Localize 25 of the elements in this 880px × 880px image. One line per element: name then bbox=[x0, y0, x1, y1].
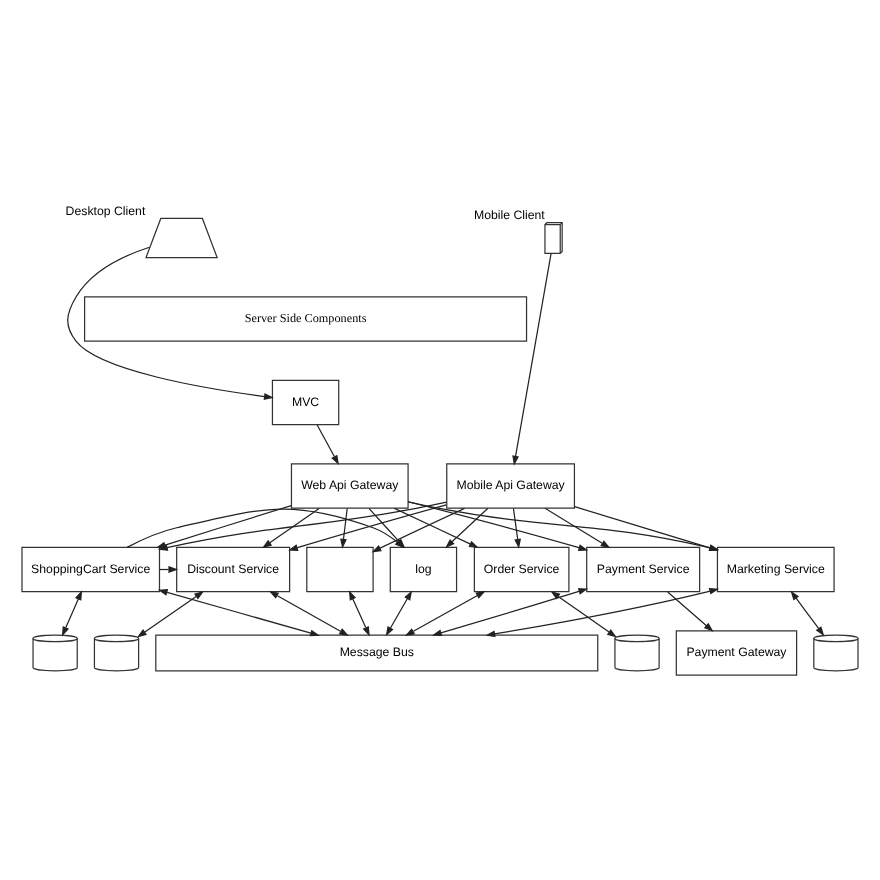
arrow bbox=[61, 590, 83, 637]
arrow bbox=[136, 590, 205, 638]
arrow bbox=[407, 501, 589, 551]
arrow bbox=[485, 587, 720, 638]
arrow bbox=[316, 424, 339, 466]
arrow bbox=[67, 246, 274, 400]
arrow bbox=[512, 252, 552, 466]
arrow bbox=[431, 588, 589, 637]
arrow bbox=[445, 507, 489, 549]
arrow bbox=[574, 506, 719, 552]
arrow bbox=[157, 589, 320, 637]
arrow bbox=[404, 590, 486, 637]
arrow bbox=[262, 507, 320, 549]
arrow bbox=[550, 590, 617, 638]
arrow bbox=[268, 590, 349, 637]
arrow bbox=[667, 591, 714, 632]
arrow bbox=[407, 501, 720, 552]
node-box bbox=[306, 546, 374, 593]
node-laptop bbox=[145, 217, 219, 259]
arrow bbox=[385, 590, 413, 637]
arrow bbox=[512, 507, 522, 549]
arrow bbox=[340, 507, 348, 549]
arrow bbox=[544, 507, 611, 549]
arrow bbox=[348, 590, 370, 637]
arrow bbox=[790, 590, 825, 637]
